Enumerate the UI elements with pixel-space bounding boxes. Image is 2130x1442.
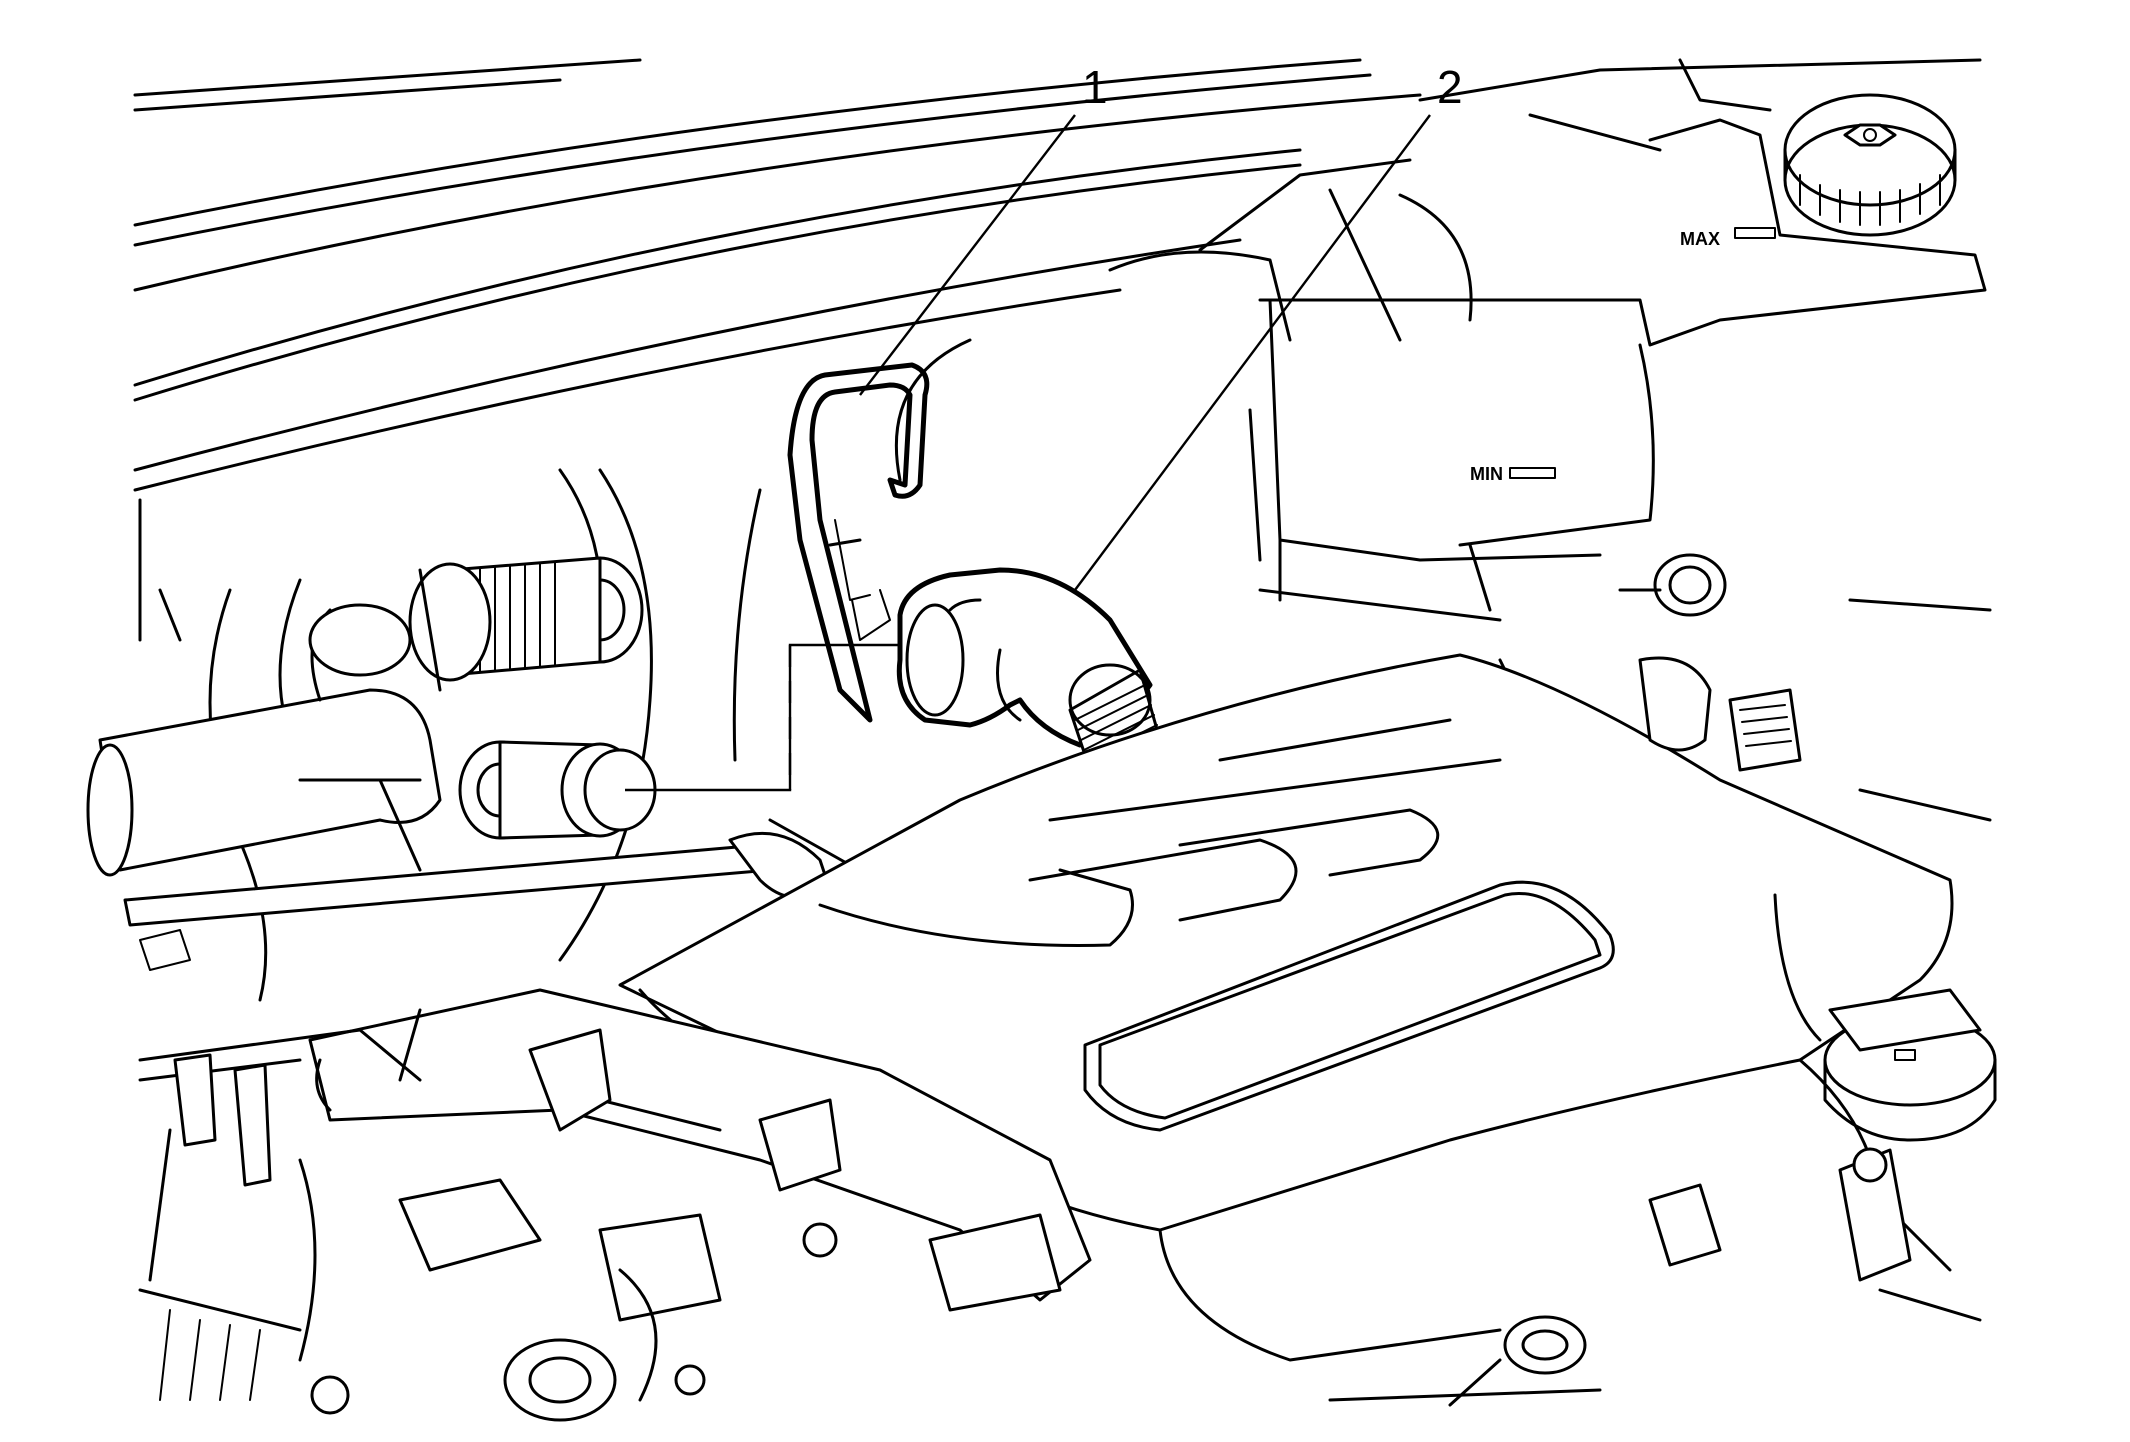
heater-outlet-fitting (408, 556, 644, 692)
coolant-pipe-rod (123, 818, 852, 927)
callout-2: 2 (1074, 61, 1463, 591)
heater-inlet-fitting (458, 740, 657, 840)
hood-panel-lines (133, 58, 1422, 642)
oil-filler-cap (1773, 893, 1997, 1142)
heater-hose-left (86, 603, 442, 971)
engine-cover (618, 653, 1954, 1362)
callout-2-leader (1074, 114, 1431, 591)
reservoir-min-mark: MIN (1470, 464, 1503, 484)
coolant-reservoir: MAX MIN (1258, 58, 1987, 622)
callout-1: 1 (859, 61, 1108, 396)
reservoir-cap (1783, 93, 1957, 237)
callout-1-leader (859, 114, 1076, 396)
retaining-clip (787, 362, 930, 723)
callout-1-number: 1 (1082, 61, 1108, 113)
front-coolant-hose (308, 988, 1092, 1302)
engine-block-lower (138, 1147, 1982, 1422)
callout-2-number: 2 (1437, 61, 1463, 113)
reservoir-max-mark: MAX (1680, 229, 1720, 249)
right-bracket-connector (1638, 598, 1992, 822)
wiring-harness (138, 1028, 1062, 1402)
